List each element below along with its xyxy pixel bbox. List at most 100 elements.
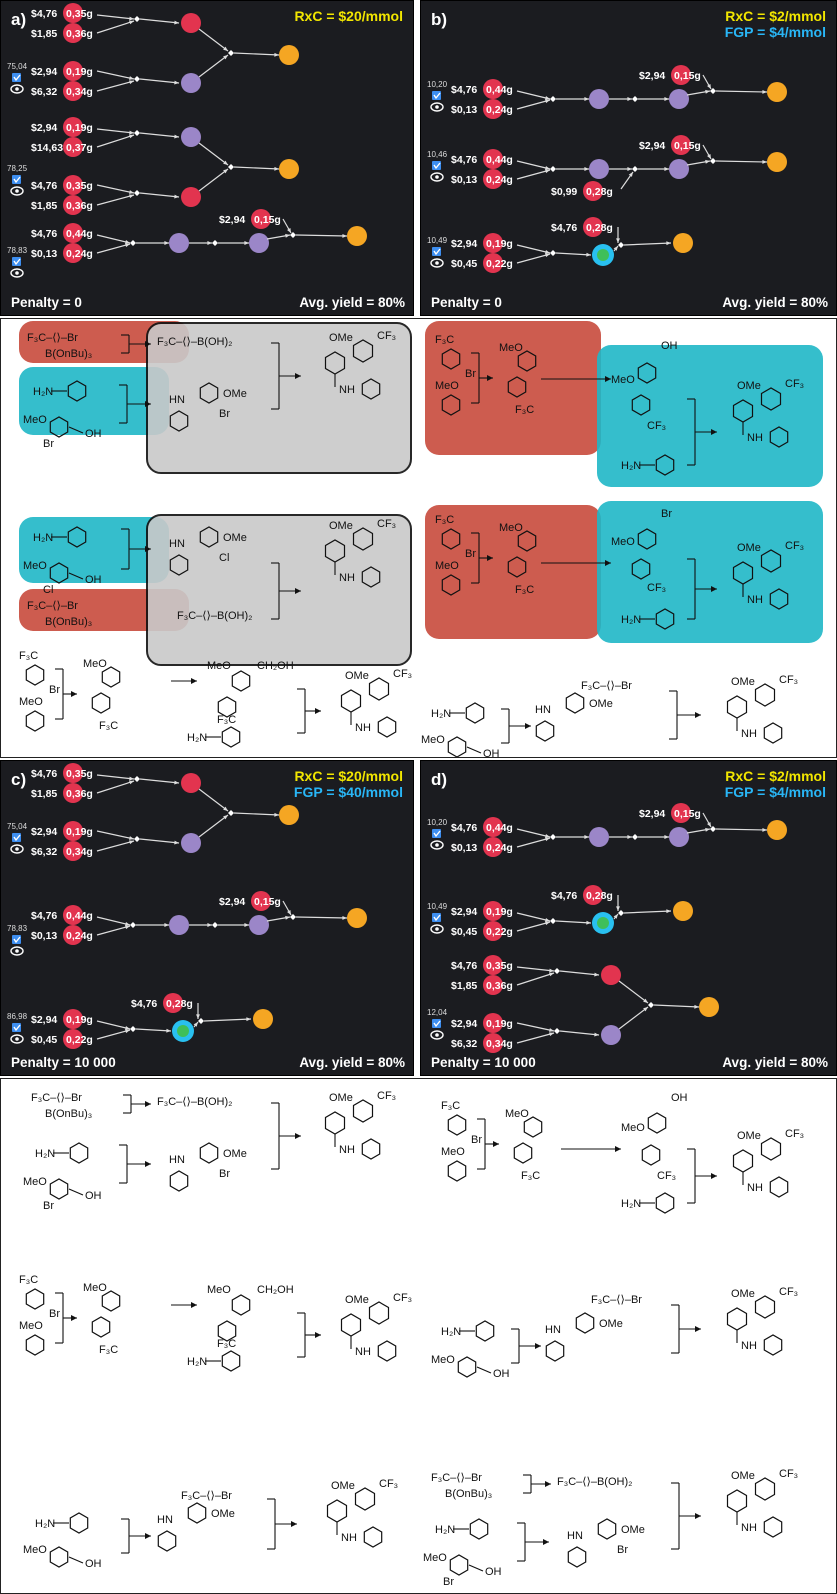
checkbox-icon[interactable] xyxy=(432,913,441,922)
route-selector[interactable]: 86,98 xyxy=(7,1012,28,1044)
aryl-bromide: F₃C–⟨⟩–Br xyxy=(431,1472,482,1484)
route-selector[interactable]: 10,46 xyxy=(427,150,448,182)
penalty-label: Penalty = 0 xyxy=(431,295,502,310)
atom-label: MeO xyxy=(207,660,231,672)
atom-label: OMe xyxy=(731,1470,755,1482)
eye-icon[interactable] xyxy=(10,946,24,956)
benzene-ring xyxy=(101,666,121,688)
checkbox-icon[interactable] xyxy=(12,833,21,842)
checkbox-icon[interactable] xyxy=(12,257,21,266)
benzene-ring xyxy=(726,1489,748,1513)
reagent-price: $1,85 xyxy=(31,788,57,800)
eye-icon[interactable] xyxy=(10,1034,24,1044)
reagent-price: $2,94 xyxy=(451,906,477,918)
atom-label: HN xyxy=(535,704,551,716)
eye-icon[interactable] xyxy=(10,268,24,278)
atom-label: OMe xyxy=(599,1318,623,1330)
benzene-ring xyxy=(221,1350,241,1372)
eye-icon[interactable] xyxy=(10,186,24,196)
route-selector[interactable]: 75,04 xyxy=(7,822,28,854)
product xyxy=(279,159,299,179)
benzene-ring xyxy=(441,394,461,416)
route-selector[interactable]: 10,20 xyxy=(427,818,448,850)
route-selector[interactable]: 78,83 xyxy=(7,924,28,956)
borate: B(OnBu)₃ xyxy=(45,348,92,360)
benzene-ring xyxy=(352,339,374,363)
atom-label: NH xyxy=(355,1346,371,1358)
checkbox-icon[interactable] xyxy=(432,247,441,256)
atom-label: OMe xyxy=(223,1148,247,1160)
benzene-ring xyxy=(199,1142,219,1164)
eye-icon[interactable] xyxy=(10,84,24,94)
benzene-ring xyxy=(441,574,461,596)
eye-icon[interactable] xyxy=(10,844,24,854)
reagent-price: $4,76 xyxy=(31,910,57,922)
atom-label: Br xyxy=(49,1308,60,1320)
reagent-price: $4,76 xyxy=(31,228,57,240)
reagent-mass: 0,19g xyxy=(66,66,93,78)
checkbox-icon[interactable] xyxy=(12,935,21,944)
benzene-ring xyxy=(475,1320,495,1342)
checkbox-icon[interactable] xyxy=(12,175,21,184)
reagent-mass: 0,28g xyxy=(586,186,613,198)
atom-label: OMe xyxy=(329,520,353,532)
route-selector[interactable]: 10,20 xyxy=(427,80,448,112)
eye-icon[interactable] xyxy=(430,1030,444,1040)
reagent-mass: 0,22g xyxy=(486,926,513,938)
reagent-mass: 0,28g xyxy=(586,890,613,902)
checkbox-icon[interactable] xyxy=(432,91,441,100)
eye-icon[interactable] xyxy=(430,102,444,112)
checkbox-icon[interactable] xyxy=(432,161,441,170)
benzene-ring xyxy=(221,726,241,748)
atom-label: OH xyxy=(85,574,102,586)
atom-label: MeO xyxy=(23,560,47,572)
atom-label: H₂N xyxy=(621,460,641,472)
eye-icon[interactable] xyxy=(430,258,444,268)
benzene-ring xyxy=(231,1294,251,1316)
route-selector[interactable]: 12,04 xyxy=(427,1008,448,1040)
eye-icon[interactable] xyxy=(430,840,444,850)
reagent-mass: 0,19g xyxy=(486,906,513,918)
reagent-price: $14,63 xyxy=(31,142,63,154)
reagent-mass: 0,34g xyxy=(486,1038,513,1050)
intermediate-2 xyxy=(181,833,201,853)
route-selector[interactable]: 75,04 xyxy=(7,62,28,94)
atom-label: MeO xyxy=(23,1544,47,1556)
atom-label: H₂N xyxy=(187,732,207,744)
reagent-price: $2,94 xyxy=(31,66,57,78)
atom-label: Br xyxy=(43,438,54,450)
checkbox-icon[interactable] xyxy=(12,1023,21,1032)
reagent-price: $2,94 xyxy=(639,70,665,82)
atom-label: MeO xyxy=(611,536,635,548)
checkbox-icon[interactable] xyxy=(432,1019,441,1028)
route-selector[interactable]: 10,49 xyxy=(427,902,448,934)
atom-label: F₃C xyxy=(19,650,38,662)
atom-label: MeO xyxy=(499,522,523,534)
checkbox-icon[interactable] xyxy=(12,73,21,82)
atom-label: OMe xyxy=(329,332,353,344)
route-selector[interactable]: 78,83 xyxy=(7,246,28,278)
eye-icon[interactable] xyxy=(430,924,444,934)
atom-label: NH xyxy=(741,1522,757,1534)
checkbox-icon[interactable] xyxy=(432,829,441,838)
reagent-mass: 0,28g xyxy=(586,222,613,234)
atom-label: OMe xyxy=(345,670,369,682)
route-selector[interactable]: 10,49 xyxy=(427,236,448,268)
intermediate-1 xyxy=(181,13,201,33)
atom-label: MeO xyxy=(435,380,459,392)
benzene-ring xyxy=(377,1340,397,1362)
benzene-ring xyxy=(637,362,657,384)
cf3: CF₃ xyxy=(779,674,798,686)
route-score: 12,04 xyxy=(427,1008,448,1017)
reagent-price: $6,32 xyxy=(31,86,57,98)
eye-icon[interactable] xyxy=(430,172,444,182)
route-selector[interactable]: 78,25 xyxy=(7,164,28,196)
cf3: CF₃ xyxy=(377,518,396,530)
reagent-1: $2,94 0,19g xyxy=(451,901,513,921)
benzene-ring xyxy=(641,1144,661,1166)
